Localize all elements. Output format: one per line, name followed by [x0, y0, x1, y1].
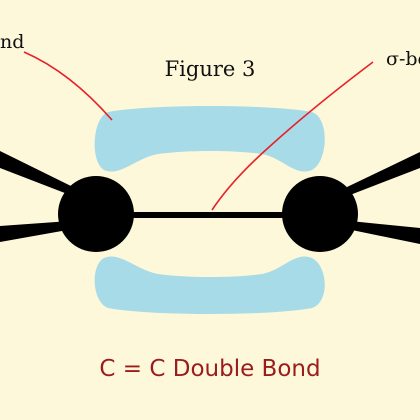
- carbon-atom-left: [58, 176, 134, 252]
- pi-bond-label: nd: [0, 31, 24, 53]
- sigma-bond-label: σ-bo: [386, 48, 420, 70]
- left-lower-wedge: [0, 221, 73, 242]
- left-upper-wedge: [0, 151, 73, 195]
- pi-bond-leader-line: [23, 51, 113, 121]
- right-upper-wedge: [347, 152, 420, 195]
- carbon-atom-right: [282, 176, 358, 252]
- pi-cloud-bottom: [94, 256, 325, 314]
- right-lower-wedge: [347, 221, 420, 244]
- pi-cloud-top: [94, 106, 325, 172]
- caption: C = C Double Bond: [99, 356, 320, 382]
- figure-title: Figure 3: [165, 57, 256, 81]
- sigma-bond-leader-line: [211, 61, 374, 211]
